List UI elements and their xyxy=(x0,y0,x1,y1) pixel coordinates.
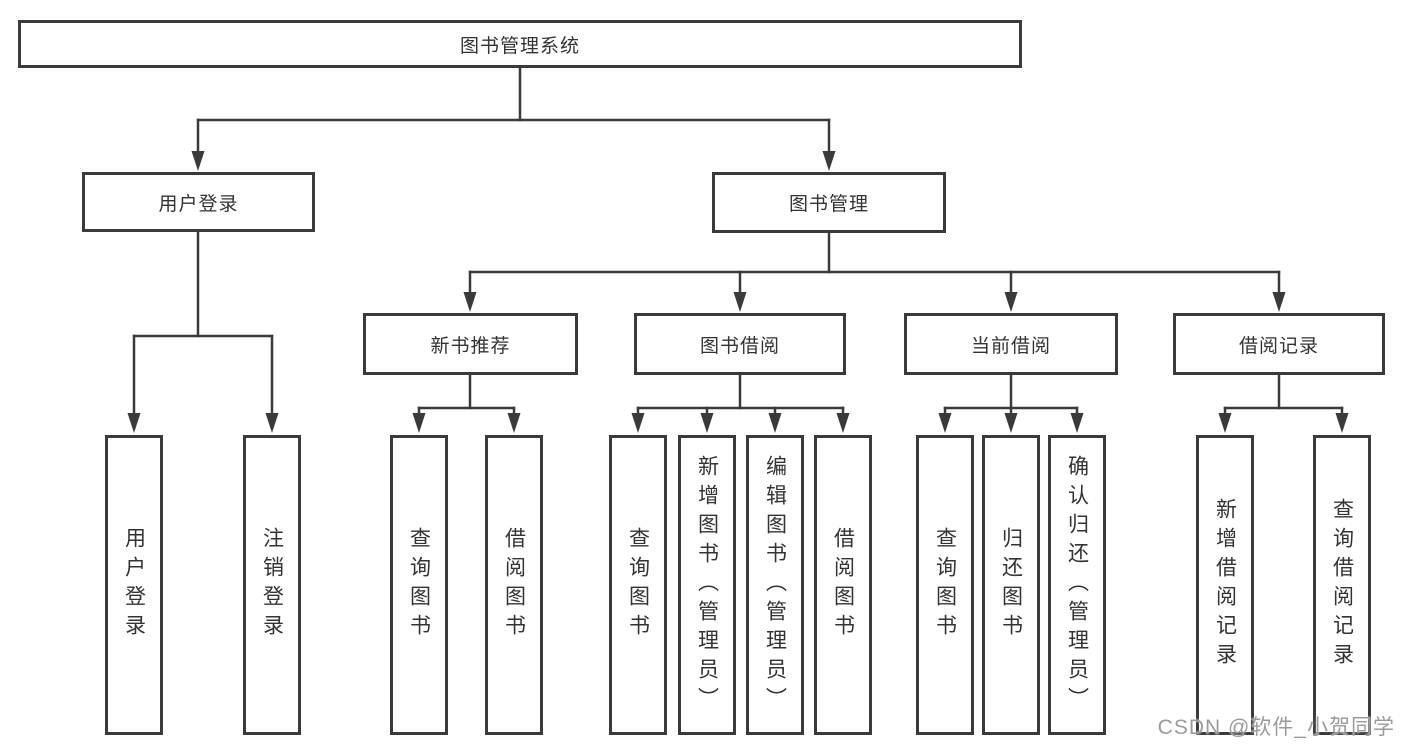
connector-borrow-records-to-leaves xyxy=(1218,373,1349,433)
leaf-query-borrow-record: 查询借阅记录 xyxy=(1313,435,1371,735)
leaf-add-books-admin-label: 新增图书（管理员） xyxy=(695,454,719,716)
leaf-edit-books-admin: 编辑图书（管理员） xyxy=(746,435,804,735)
node-book-management-label: 图书管理 xyxy=(788,194,869,215)
connector-new-books-to-leaves xyxy=(412,373,521,433)
leaf-newbooks-query-books: 查询图书 xyxy=(390,435,448,735)
node-current-borrow: 当前借阅 xyxy=(904,313,1118,375)
node-user-login-label: 用户登录 xyxy=(158,193,239,215)
watermark: CSDN @软件_小贺同学 xyxy=(1157,716,1395,739)
node-book-management: 图书管理 xyxy=(712,172,946,233)
node-book-borrow-label: 图书借阅 xyxy=(699,335,780,357)
leaf-return-books: 归还图书 xyxy=(982,435,1040,735)
leaf-borrow-books-label: 借阅图书 xyxy=(831,527,855,643)
leaf-borrow-query-books: 查询图书 xyxy=(609,435,667,735)
leaf-borrow-query-books-label: 查询图书 xyxy=(626,527,650,643)
leaf-query-borrow-record-label: 查询借阅记录 xyxy=(1330,498,1354,672)
leaf-edit-books-admin-label: 编辑图书（管理员） xyxy=(763,454,787,716)
leaf-borrow-books: 借阅图书 xyxy=(814,435,872,735)
leaf-return-books-label: 归还图书 xyxy=(999,527,1023,643)
node-current-borrow-label: 当前借阅 xyxy=(970,335,1051,357)
connector-user-login-to-leaves xyxy=(127,230,279,433)
node-borrow-records: 借阅记录 xyxy=(1173,313,1385,375)
leaf-newbooks-borrow-books-label: 借阅图书 xyxy=(502,527,526,643)
leaf-logout: 注销登录 xyxy=(243,435,301,735)
connector-book-mgmt-to-level3 xyxy=(463,231,1286,312)
leaf-current-query-books: 查询图书 xyxy=(916,435,974,735)
leaf-add-borrow-record: 新增借阅记录 xyxy=(1196,435,1254,735)
node-library-system: 图书管理系统 xyxy=(18,20,1022,68)
leaf-logout-label: 注销登录 xyxy=(260,527,284,643)
node-new-book-recommend-label: 新书推荐 xyxy=(430,335,511,357)
node-book-borrow: 图书借阅 xyxy=(634,313,846,375)
leaf-user-login-label: 用户登录 xyxy=(122,527,146,643)
leaf-confirm-return-admin-label: 确认归还（管理员） xyxy=(1065,454,1089,716)
leaf-newbooks-query-books-label: 查询图书 xyxy=(407,527,431,643)
node-user-login: 用户登录 xyxy=(82,172,315,232)
leaf-newbooks-borrow-books: 借阅图书 xyxy=(485,435,543,735)
connector-root-to-level2 xyxy=(191,66,836,171)
node-new-book-recommend: 新书推荐 xyxy=(363,313,578,375)
connector-current-borrow-to-leaves xyxy=(938,373,1084,433)
node-library-system-label: 图书管理系统 xyxy=(459,35,580,57)
leaf-user-login: 用户登录 xyxy=(105,435,163,735)
connector-book-borrow-to-leaves xyxy=(631,373,850,433)
leaf-add-books-admin: 新增图书（管理员） xyxy=(678,435,736,735)
leaf-confirm-return-admin: 确认归还（管理员） xyxy=(1048,435,1106,735)
leaf-current-query-books-label: 查询图书 xyxy=(933,527,957,643)
leaf-add-borrow-record-label: 新增借阅记录 xyxy=(1213,498,1237,672)
node-borrow-records-label: 借阅记录 xyxy=(1238,335,1319,357)
